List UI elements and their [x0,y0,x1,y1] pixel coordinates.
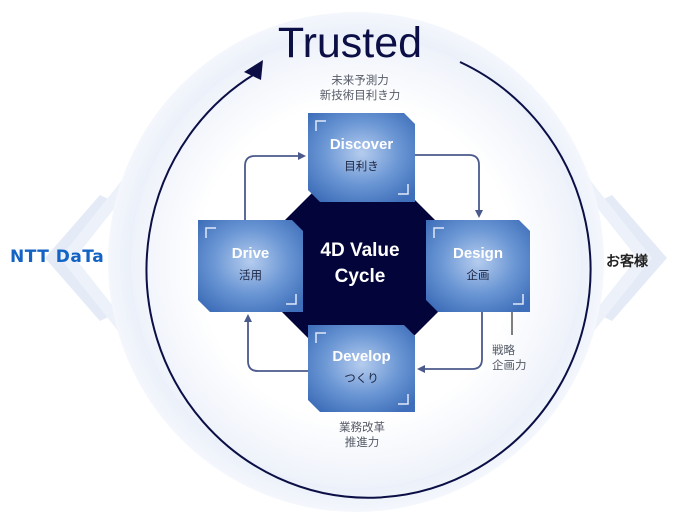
design-note-line-1: 戦略 [492,343,515,357]
discover-label: Discover [329,136,394,153]
discover-note: 未来予測力 新技術目利き力 [300,73,420,103]
right-chevron [572,170,667,346]
drive-text: Drive 活用 [198,245,303,282]
ntt-data-logo: NTT DaTa [10,247,105,267]
center-title-line-2: Cycle [334,266,386,287]
design-label: Design [452,245,503,262]
drive-sub: 活用 [239,268,262,282]
design-sub: 企画 [466,268,490,282]
center-title: 4D Value Cycle [295,238,425,290]
stage-box-discover [308,113,415,202]
develop-note-line-1: 業務改革 [339,420,385,434]
center-octagon [280,185,440,350]
arrow-design-to-develop [417,312,483,373]
left-chevron [45,170,140,346]
drive-label: Drive [231,245,270,262]
design-text: Design 企画 [426,245,530,282]
develop-note-line-2: 推進力 [344,435,380,449]
develop-label: Develop [332,348,391,365]
customer-label: お客様 [606,254,648,270]
discover-text: Discover 目利き [308,136,415,173]
discover-note-line-1: 未来予測力 [331,73,389,87]
page-title: Trusted [277,19,423,67]
discover-sub: 目利き [344,159,379,173]
stage-box-drive [198,220,303,312]
stage-box-design [426,220,530,312]
discover-note-line-2: 新技術目利き力 [319,88,401,102]
center-title-line-1: 4D Value [320,240,400,261]
develop-sub: つくり [344,371,379,385]
design-note: 戦略 企画力 [492,343,552,373]
develop-text: Develop つくり [308,348,415,385]
trust-ring-line [145,61,592,499]
arrow-discover-to-design [415,154,483,218]
design-note-line-2: 企画力 [492,358,527,372]
ring-arrow-icon [244,60,263,80]
arrow-develop-to-drive [244,314,308,372]
arrow-drive-to-discover [244,152,306,220]
develop-note: 業務改革 推進力 [320,420,404,450]
stage-box-develop [308,325,415,412]
